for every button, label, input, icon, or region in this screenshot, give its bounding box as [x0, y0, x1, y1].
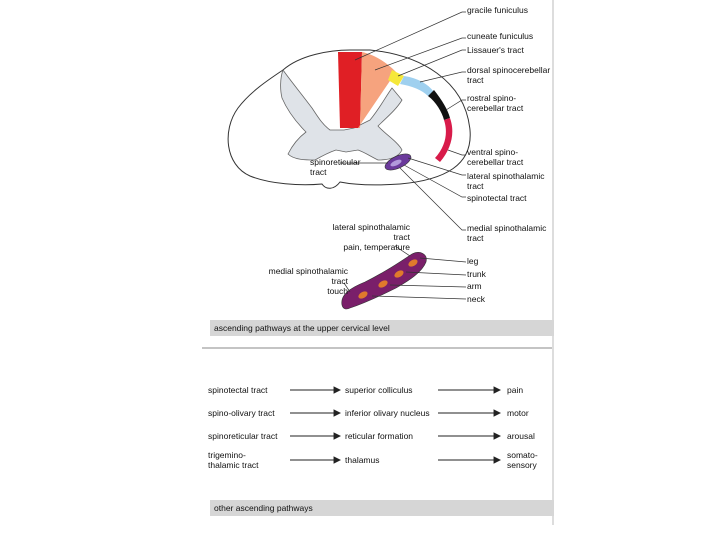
label-ventral-spinocerebellar: ventral spino- cerebellar tract: [467, 147, 524, 167]
pathway-target-2: reticular formation: [345, 431, 414, 441]
label-somatotopy-trunk: trunk: [467, 269, 486, 279]
gracile-tract-region: [338, 52, 362, 128]
label-medial-spinothalamic: medial spinothalamic tract: [467, 223, 547, 243]
pathway-tract-3: trigemino- thalamic tract: [208, 450, 259, 470]
pathway-function-1: motor: [507, 408, 529, 418]
label-lissauer-tract: Lissauer's tract: [467, 45, 524, 55]
label-dorsal-spinocerebellar: dorsal spinocerebellar tract: [467, 65, 551, 85]
pathway-target-3: thalamus: [345, 455, 380, 465]
label-somatotopy-arm: arm: [467, 281, 482, 291]
medial-spinothalamic-spot: [390, 159, 402, 167]
label-somatotopy-neck: neck: [467, 294, 485, 304]
label-rostral-spinocerebellar: rostral spino- cerebellar tract: [467, 93, 524, 113]
label-lateral-spinothalamic: lateral spinothalamic tract: [467, 171, 545, 191]
pathway-tract-0: spinotectal tract: [208, 385, 268, 395]
dorsal-spinocerebellar-region: [400, 76, 434, 96]
somatotopy-spot-arm: [378, 280, 388, 288]
pathway-function-0: pain: [507, 385, 524, 395]
ventral-spinocerebellar-region: [435, 118, 453, 162]
pathway-function-2: arousal: [507, 431, 535, 441]
pathway-arrows: [290, 386, 502, 464]
lissauer-tract-region: [388, 70, 404, 86]
pathway-tract-2: spinoreticular tract: [208, 431, 278, 441]
grey-matter: [280, 69, 403, 161]
caption-lower: other ascending pathways: [210, 500, 554, 516]
label-detail-medial-spinothalamic: medial spinothalamic tract touch: [268, 266, 348, 296]
leader-lines: [340, 11, 466, 231]
rostral-spinocerebellar-region: [428, 90, 450, 120]
cuneate-tract-region: [358, 52, 396, 128]
somatotopy-spot-leg: [408, 259, 418, 267]
pathway-target-0: superior colliculus: [345, 385, 413, 395]
label-cuneate-funiculus: cuneate funiculus: [467, 31, 534, 41]
pathway-tract-1: spino-olivary tract: [208, 408, 275, 418]
detail-leader-lines: [343, 245, 467, 300]
label-spinoreticular-tract: spinoreticular tract: [310, 157, 361, 177]
label-gracile-funiculus: gracile funiculus: [467, 5, 528, 15]
somatotopy-spot-trunk: [394, 270, 404, 278]
somatotopy-spot-neck: [358, 291, 368, 299]
pathway-target-1: inferior olivary nucleus: [345, 408, 430, 418]
label-spinotectal-tract: spinotectal tract: [467, 193, 527, 203]
pathway-function-3: somato- sensory: [507, 450, 538, 470]
label-detail-lateral-spinothalamic: lateral spinothalamic tract pain, temper…: [332, 222, 410, 252]
label-somatotopy-leg: leg: [467, 256, 479, 266]
caption-upper: ascending pathways at the upper cervical…: [210, 320, 554, 336]
